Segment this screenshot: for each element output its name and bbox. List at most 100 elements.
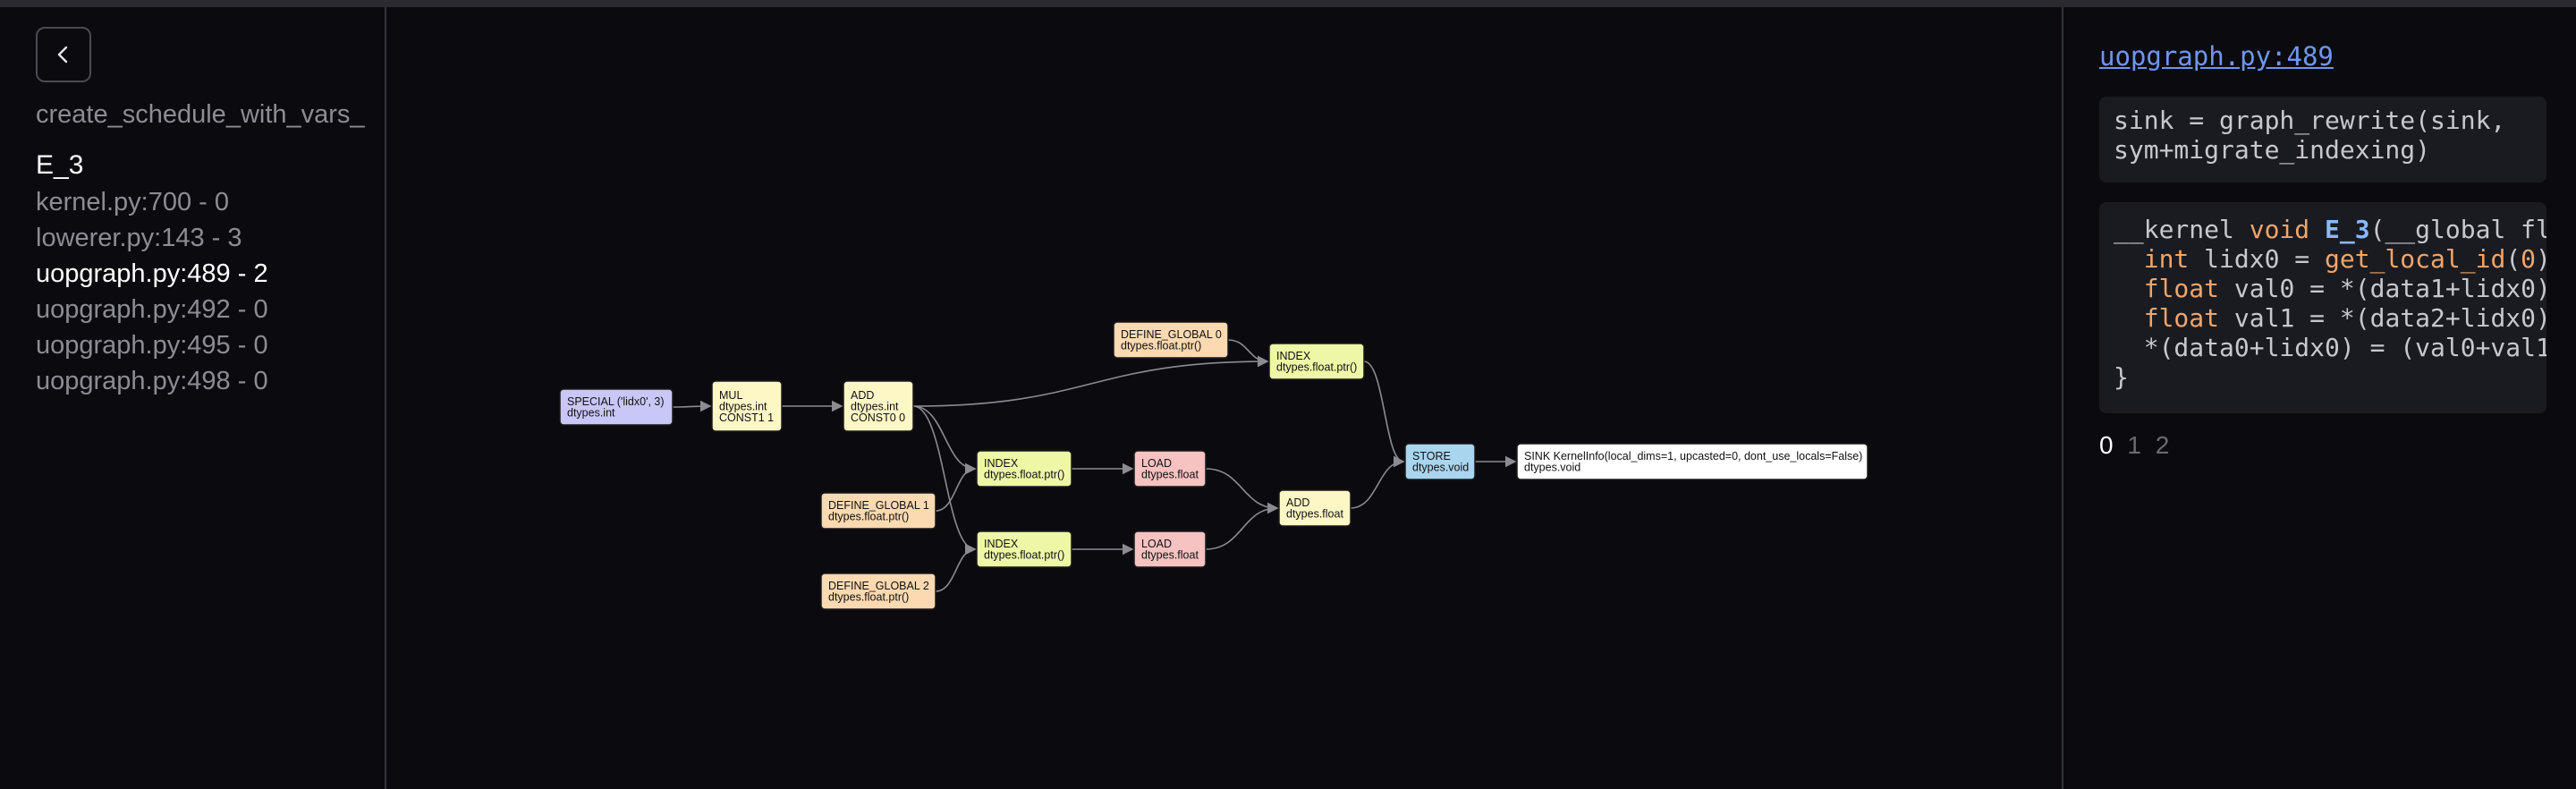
graph-edge: [1227, 339, 1269, 368]
graph-node-label: DEFINE_GLOBAL 2: [828, 580, 929, 592]
step-item[interactable]: uopgraph.py:498 - 0: [36, 367, 268, 395]
graph-edge: [935, 462, 977, 512]
code-token: *(data0+lidx0) = (val0+val1: [2114, 333, 2546, 362]
graph-node-label: dtypes.float.ptr(): [828, 511, 909, 523]
graph-node-label: DEFINE_GLOBAL 0: [1121, 328, 1222, 341]
code-token: lidx0 =: [2189, 244, 2326, 274]
graph-edge: [1205, 468, 1279, 514]
graph-node-label: dtypes.float: [1141, 469, 1199, 481]
code-token: val1 = *(data2+lidx0): [2219, 303, 2546, 333]
code-line: sym+migrate_indexing): [2114, 135, 2431, 165]
graph-node-label: dtypes.float.ptr(): [1276, 361, 1357, 374]
graph-node-label: dtypes.void: [1412, 462, 1469, 474]
tab-1[interactable]: 1: [2127, 431, 2141, 459]
graph-edge: [935, 543, 977, 592]
code-token: __kernel: [2114, 215, 2250, 244]
tab-0[interactable]: 0: [2099, 431, 2114, 459]
graph-node-label: SPECIAL ('lidx0', 3): [567, 395, 665, 408]
graph-node-special[interactable]: SPECIAL ('lidx0', 3)dtypes.int: [559, 388, 674, 426]
code-token: (__global fl: [2369, 215, 2546, 244]
graph-edge: [912, 405, 977, 475]
code-token: val0 = *(data1+lidx0): [2219, 274, 2546, 303]
code-token: get_local_id: [2325, 244, 2506, 274]
graph-node-label: dtypes.int: [851, 400, 899, 412]
graph-node-label: ADD: [1286, 496, 1309, 509]
graph-node-label: INDEX: [984, 457, 1019, 470]
code-token: E_3: [2325, 215, 2370, 244]
graph-edge: [1350, 455, 1405, 509]
graph-edge: [912, 405, 977, 556]
code-token: int: [2143, 244, 2190, 274]
step-item[interactable]: kernel.py:700 - 0: [36, 188, 230, 216]
graph-node-label: dtypes.float.ptr(): [1121, 340, 1201, 352]
rewrite-step-list: kernel.py:700 - 0 lowerer.py:143 - 3 uop…: [36, 184, 268, 399]
graph-node-label: dtypes.int: [567, 407, 615, 420]
graph-node-label: DEFINE_GLOBAL 1: [828, 499, 929, 512]
graph-node-label: LOAD: [1141, 457, 1172, 470]
code-token: ): [2536, 244, 2546, 274]
back-button[interactable]: [36, 27, 91, 82]
schedule-title: create_schedule_with_vars_: [36, 100, 365, 129]
code-token: (: [2505, 244, 2521, 274]
graph-edge: [1205, 502, 1279, 550]
step-item[interactable]: uopgraph.py:495 - 0: [36, 331, 268, 360]
code-token: [2114, 244, 2144, 274]
graph-node-label: INDEX: [1276, 350, 1311, 362]
graph-node-label: CONST1 1: [719, 411, 774, 424]
graph-node-label: dtypes.float: [1286, 508, 1343, 521]
window-top-border: [0, 0, 2576, 7]
code-token: float: [2143, 274, 2220, 303]
chevron-left-icon: [57, 46, 68, 64]
step-item[interactable]: uopgraph.py:492 - 0: [36, 295, 268, 324]
step-item[interactable]: lowerer.py:143 - 3: [36, 224, 242, 252]
graph-node-label: dtypes.int: [719, 400, 767, 412]
graph-node-label: dtypes.float.ptr(): [828, 591, 909, 604]
rewrite-code-block: sink = graph_rewrite(sink, sym+migrate_i…: [2099, 97, 2546, 182]
step-item-active[interactable]: uopgraph.py:489 - 2: [36, 259, 268, 288]
code-token: [2114, 274, 2144, 303]
graph-node-label: CONST0 0: [851, 411, 905, 424]
graph-node-label: dtypes.void: [1524, 462, 1580, 474]
details-panel: uopgraph.py:489 sink = graph_rewrite(sin…: [2062, 7, 2576, 789]
code-token: float: [2143, 303, 2220, 333]
graph-node-label: INDEX: [984, 538, 1019, 550]
graph-node-label: STORE: [1412, 450, 1451, 462]
kernel-source-block: __kernel void E_3(__global fl int lidx0 …: [2099, 202, 2546, 413]
code-version-tabs: 0 1 2: [2099, 431, 2176, 460]
code-token: [2309, 215, 2325, 244]
graph-node-label: SINK KernelInfo(local_dims=1, upcasted=0…: [1524, 450, 1862, 462]
graph-node-label: MUL: [719, 389, 742, 402]
graph-edge: [672, 400, 712, 412]
graph-canvas[interactable]: SPECIAL ('lidx0', 3)dtypes.intMULdtypes.…: [386, 7, 2061, 789]
code-token: [2114, 303, 2144, 333]
graph-node-sink[interactable]: SINK KernelInfo(local_dims=1, upcasted=0…: [1516, 443, 1868, 480]
code-token: 0: [2521, 244, 2537, 274]
code-line: sink = graph_rewrite(sink,: [2114, 106, 2506, 135]
sidebar: create_schedule_with_vars_ E_3 kernel.py…: [0, 7, 386, 789]
kernel-name[interactable]: E_3: [36, 150, 84, 180]
source-location-link[interactable]: uopgraph.py:489: [2099, 41, 2334, 72]
code-token: void: [2249, 215, 2310, 244]
graph-edge: [1363, 361, 1405, 468]
graph-node-label: dtypes.float.ptr(): [984, 469, 1064, 481]
code-token: }: [2114, 362, 2129, 392]
tab-2[interactable]: 2: [2155, 431, 2170, 459]
graph-node-label: dtypes.float: [1141, 549, 1199, 562]
graph-node-label: dtypes.float.ptr(): [984, 549, 1064, 562]
graph-node-label: ADD: [851, 389, 874, 402]
graph-edge: [912, 355, 1269, 407]
graph-node-label: LOAD: [1141, 538, 1172, 550]
